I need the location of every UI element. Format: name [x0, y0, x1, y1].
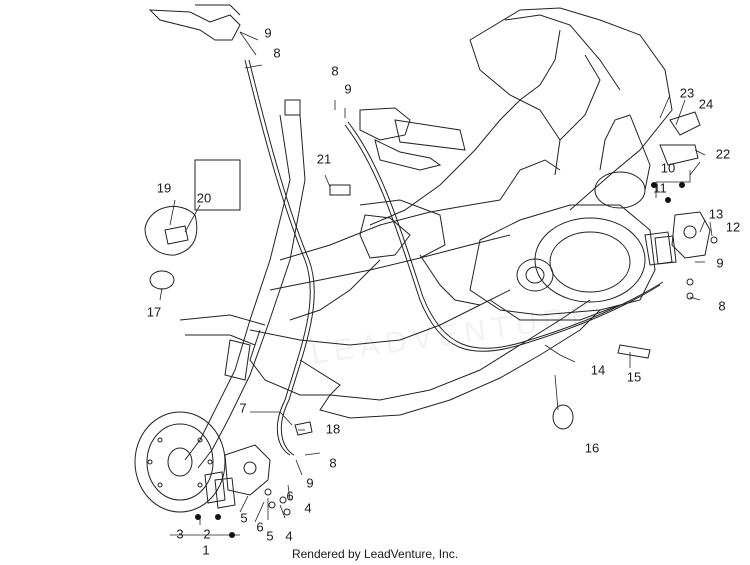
callout-17: 17	[146, 304, 162, 320]
callout-13: 13	[708, 206, 724, 222]
callout-6b: 6	[286, 488, 294, 504]
callout-11: 11	[653, 180, 667, 196]
callout-9b: 9	[344, 81, 352, 97]
callout-6a: 6	[256, 519, 264, 535]
scooter-frame	[249, 7, 673, 419]
callout-15: 15	[626, 369, 642, 385]
callout-12: 12	[725, 219, 741, 235]
callout-19: 19	[156, 180, 172, 196]
callout-3: 3	[176, 526, 184, 542]
detail-bubble	[144, 206, 198, 256]
callout-4b: 4	[304, 500, 312, 516]
callout-2: 2	[203, 526, 211, 542]
footer-credit: Rendered by LeadVenture, Inc.	[291, 547, 459, 561]
callout-8b: 8	[331, 63, 339, 79]
front-brake-disc	[134, 411, 226, 513]
front-brake-hose	[244, 59, 315, 456]
rear-caliper	[644, 211, 711, 266]
callout-10: 10	[660, 160, 676, 176]
callout-5a: 5	[240, 510, 248, 526]
leader-lines	[159, 31, 713, 536]
callout-9c: 9	[306, 475, 314, 491]
left-lever	[148, 4, 241, 41]
front-caliper	[204, 444, 291, 516]
callout-22: 22	[715, 146, 731, 162]
callout-24: 24	[698, 96, 714, 112]
callout-8d: 8	[718, 298, 726, 314]
rear-brake-cable	[344, 121, 664, 352]
callout-8a: 8	[273, 45, 281, 61]
callout-4a: 4	[285, 528, 293, 544]
callout-7: 7	[239, 400, 247, 416]
front-fork	[179, 99, 306, 469]
callout-14: 14	[590, 362, 606, 378]
callout-18: 18	[325, 421, 341, 437]
right-lever	[359, 107, 466, 171]
callout-1: 1	[202, 542, 210, 558]
callout-8c: 8	[329, 455, 337, 471]
callout-23: 23	[679, 85, 695, 101]
callout-16: 16	[584, 440, 600, 456]
marker-dots	[195, 182, 685, 538]
engine-case	[469, 114, 656, 321]
callout-9a: 9	[264, 25, 272, 41]
callout-20: 20	[196, 190, 212, 206]
callout-5b: 5	[266, 528, 274, 544]
callout-21: 21	[316, 151, 332, 167]
callout-9d: 9	[716, 255, 724, 271]
